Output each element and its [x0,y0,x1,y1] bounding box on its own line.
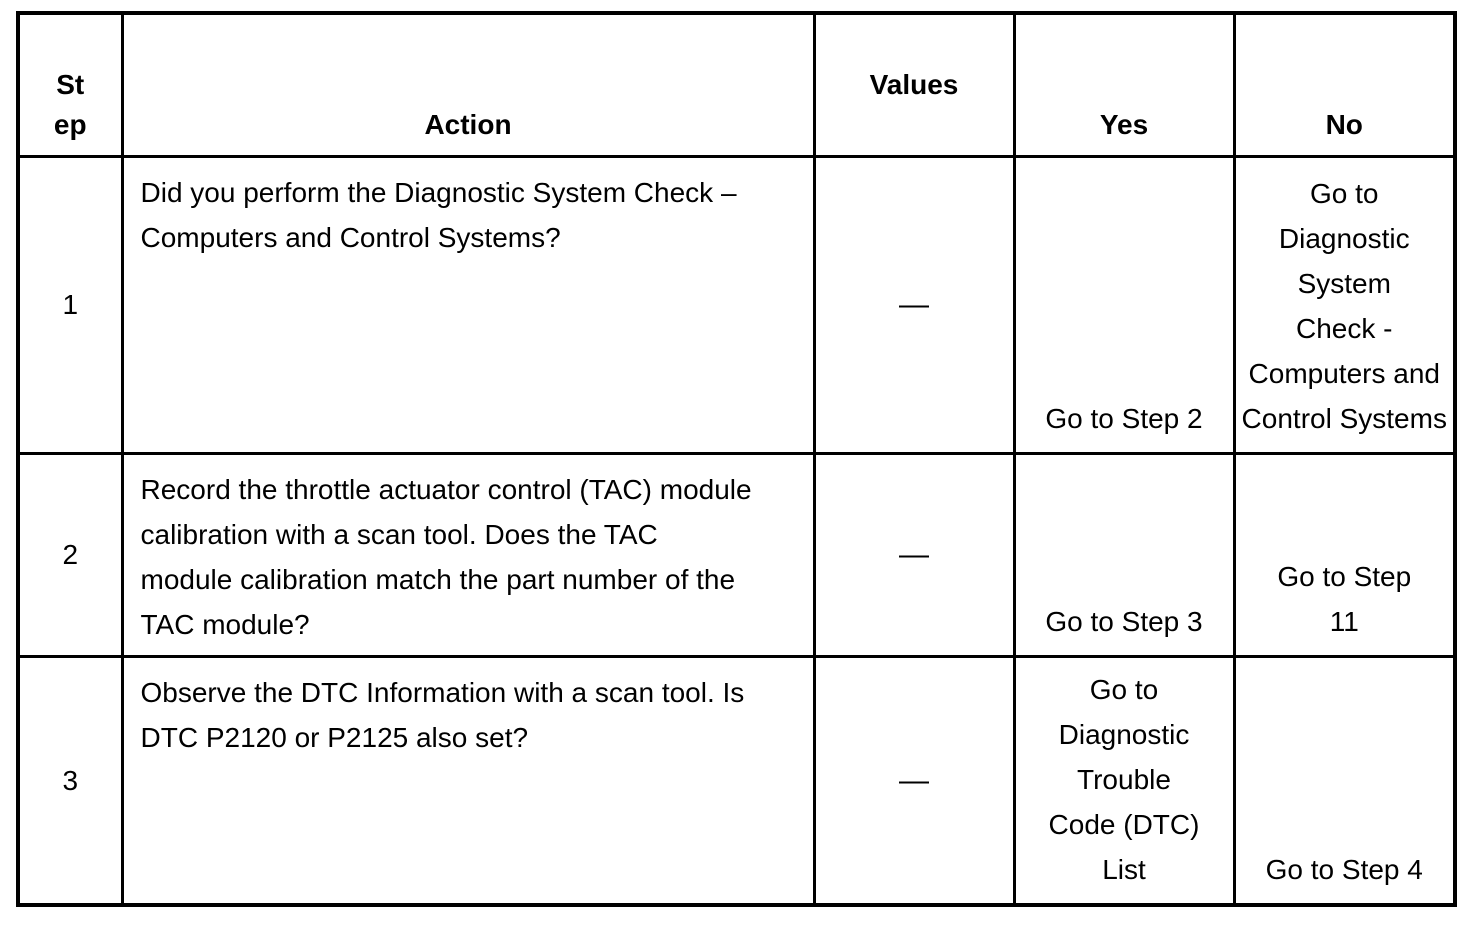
header-row: St ep Action Values Yes No [16,11,1457,158]
col-header-step: St ep [16,11,124,158]
values-cell: — [812,654,1016,907]
yes-result-cell: Go to Diagnostic Trouble Code (DTC) List [1012,654,1236,907]
table-row-step-3: 3 Observe the DTC Information with a sca… [16,654,1457,907]
table-row-step-2: 2 Record the throttle actuator control (… [16,451,1457,658]
diagnostic-step-table: St ep Action Values Yes No 1 Did you per… [16,11,1457,907]
table-row-step-1: 1 Did you perform the Diagnostic System … [16,154,1457,455]
step-number-cell: 1 [16,154,124,455]
no-result-cell: Go to Step 11 [1232,451,1457,658]
col-header-no: No [1232,11,1457,158]
no-result-cell: Go to Diagnostic System Check - Computer… [1232,154,1457,455]
col-header-values: Values [812,11,1016,158]
action-cell: Did you perform the Diagnostic System Ch… [120,154,816,455]
yes-result-cell: Go to Step 3 [1012,451,1236,658]
step-number-cell: 2 [16,451,124,658]
no-result-cell: Go to Step 4 [1232,654,1457,907]
yes-result-cell: Go to Step 2 [1012,154,1236,455]
diagnostic-table-container: St ep Action Values Yes No 1 Did you per… [16,11,1457,907]
values-cell: — [812,154,1016,455]
action-cell: Record the throttle actuator control (TA… [120,451,816,658]
action-cell: Observe the DTC Information with a scan … [120,654,816,907]
step-number-cell: 3 [16,654,124,907]
col-header-action: Action [120,11,816,158]
values-cell: — [812,451,1016,658]
col-header-yes: Yes [1012,11,1236,158]
